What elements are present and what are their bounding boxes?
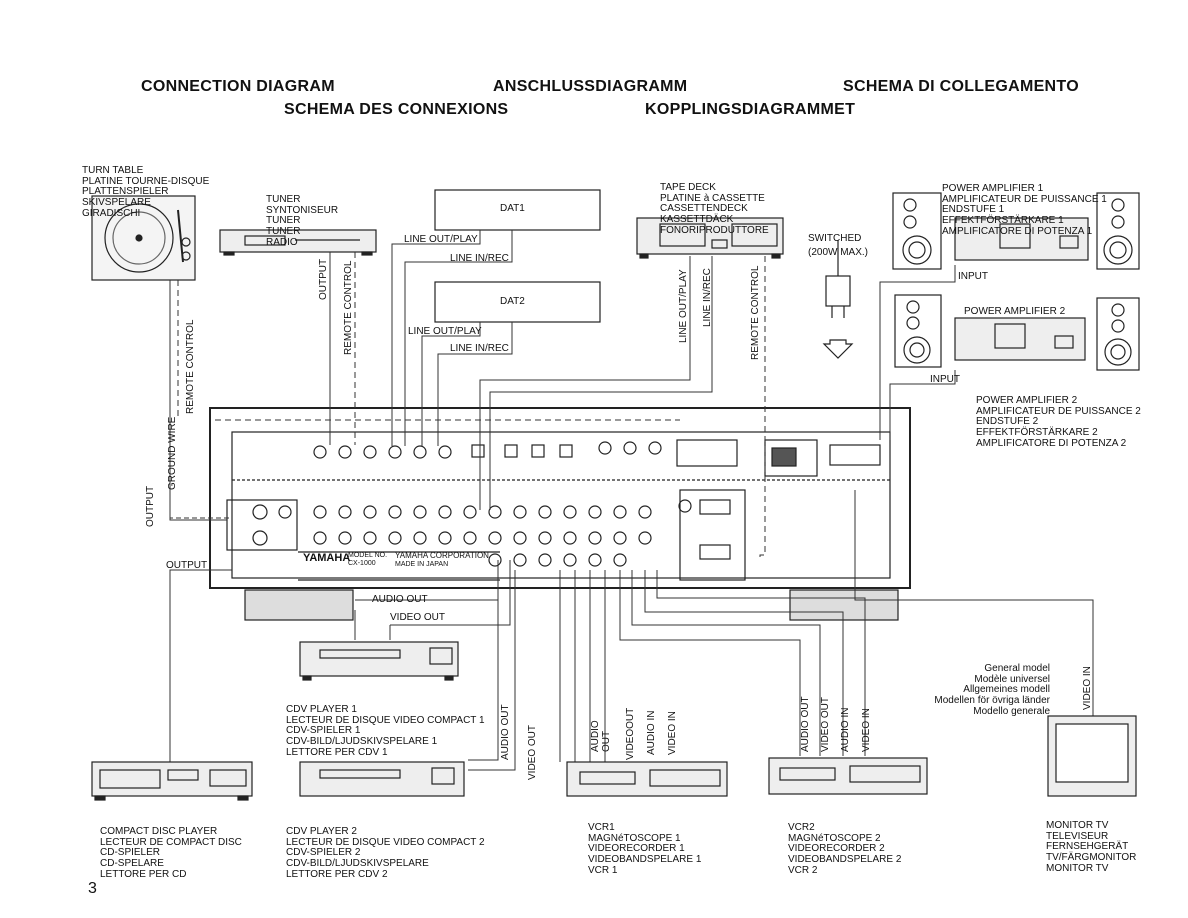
dat1-line-in-label: LINE IN/REC: [450, 253, 509, 264]
tape-deck-icon: [636, 217, 784, 259]
turntable-output-label: OUTPUT: [145, 485, 156, 527]
vcr1-video-out-label: VIDEOOUT: [625, 707, 636, 760]
title-schema-di-collegamento: SCHEMA DI COLLEGAMENTO: [843, 78, 1079, 95]
power-plug-icon: [822, 240, 854, 359]
cdv2-video-out-label: VIDEO OUT: [527, 724, 538, 780]
dat2-label: DAT2: [500, 296, 525, 307]
turntable-remote-label: REMOTE CONTROL: [185, 319, 196, 414]
monitor-tv-icon: [1047, 715, 1137, 797]
receiver-corp: YAMAHA CORPORATION: [395, 551, 489, 560]
power-amp2-top-label: POWER AMPLIFIER 2: [964, 306, 1066, 317]
vcr2-video-in-label: VIDEO IN: [861, 708, 872, 752]
dat1-label: DAT1: [500, 203, 525, 214]
vcr2-audio-out-label: AUDIO OUT: [800, 696, 811, 752]
turntable-icon: [91, 195, 196, 281]
dat2-box: [434, 281, 601, 323]
cables: [169, 230, 1094, 771]
switched-outlet-label: SWITCHED(200W MAX.): [808, 233, 869, 258]
cdv-player2-icon: [299, 761, 465, 797]
tuner-output-label: OUTPUT: [318, 258, 329, 300]
amp1-input-label: INPUT: [958, 271, 988, 282]
tape-line-out-label: LINE OUT/PLAY: [678, 269, 689, 343]
page-number: 3: [88, 880, 97, 897]
tuner-remote-label: REMOTE CONTROL: [343, 260, 354, 355]
receiver-brand: YAMAHA: [303, 552, 351, 564]
cdv1-audio-out-label: AUDIO OUT: [372, 594, 428, 605]
tape-line-in-label: LINE IN/REC: [702, 268, 713, 327]
receiver-made-in: MADE IN JAPAN: [395, 561, 449, 568]
tuner-icon: [219, 229, 377, 256]
vcr1-icon: [566, 761, 728, 797]
monitor-video-in-label: VIDEO IN: [1082, 666, 1093, 710]
dat1-box: [434, 189, 601, 231]
receiver-output-label: OUTPUT: [166, 560, 208, 571]
dat2-line-out-label: LINE OUT/PLAY: [408, 326, 482, 337]
receiver-model: MODEL NO. CX-1000: [348, 552, 388, 567]
vcr1-audio-in-label: AUDIO IN: [646, 710, 657, 755]
vcr2-video-out-label: VIDEO OUT: [820, 696, 831, 752]
tape-remote-label: REMOTE CONTROL: [750, 265, 761, 360]
title-schema-des-connexions: SCHEMA DES CONNEXIONS: [284, 101, 509, 118]
dat2-line-in-label: LINE IN/REC: [450, 343, 509, 354]
vcr1-audio-out-label: AUDIO OUT: [590, 720, 612, 752]
receiver-rear-panel: [209, 407, 911, 621]
title-kopplingsdiagrammet: KOPPLINGSDIAGRAMMET: [645, 101, 856, 118]
power-amp1-icon: [892, 192, 1140, 270]
cd-player-icon: [91, 761, 253, 801]
cdv2-audio-out-label: AUDIO OUT: [500, 704, 511, 760]
title-anschlussdiagramm: ANSCHLUSSDIAGRAMM: [493, 78, 688, 95]
vcr2-icon: [768, 757, 928, 795]
ground-wire-label: GROUND WIRE: [167, 416, 178, 490]
cdv-player1-icon: [299, 641, 459, 681]
vcr1-video-in-label: VIDEO IN: [667, 711, 678, 755]
amp2-input-label: INPUT: [930, 374, 960, 385]
dat1-line-out-label: LINE OUT/PLAY: [404, 234, 478, 245]
power-amp2-icon: [894, 294, 1140, 371]
cdv1-video-out-label: VIDEO OUT: [390, 612, 446, 623]
vcr2-audio-in-label: AUDIO IN: [840, 707, 851, 752]
title-connection-diagram: CONNECTION DIAGRAM: [141, 78, 335, 95]
